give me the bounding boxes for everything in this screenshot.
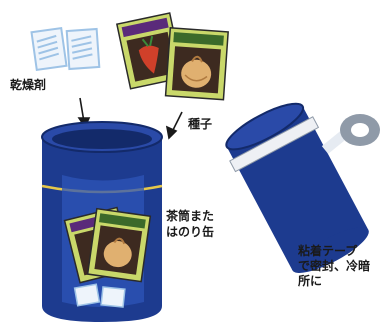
sealed-can [225, 102, 369, 273]
desiccant-packets [30, 26, 101, 72]
seed-packets [115, 12, 229, 101]
tape-label-line3: 所に [298, 274, 323, 288]
seeds-label: 種子 [188, 117, 213, 131]
tea-can [41, 121, 163, 322]
can-label-line2: はのり缶 [166, 225, 215, 239]
tape-roll [321, 114, 380, 154]
tape-label-line1: 粘着テープ [298, 244, 358, 258]
desiccant-label: 乾燥剤 [10, 78, 47, 92]
can-label-line1: 茶筒また [166, 209, 215, 223]
tape-label-line2: で密封、冷暗 [298, 259, 371, 273]
